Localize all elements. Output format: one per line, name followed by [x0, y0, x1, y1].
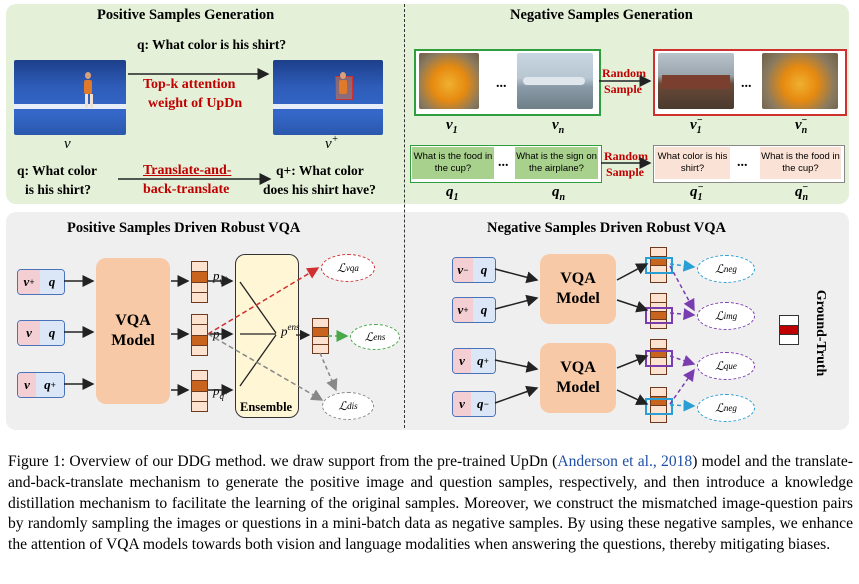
tennis-image-attended	[273, 60, 383, 135]
dots-neg-images: ...	[741, 76, 752, 91]
question-box-n: What is the sign on the airplane?	[515, 147, 598, 179]
caption-text-2: ) model and the translate-and-back-trans…	[8, 453, 854, 554]
q-left-line-1: q: What color	[17, 163, 97, 178]
dots-questions: ...	[498, 155, 509, 170]
ground-truth-vector	[779, 315, 799, 345]
p-ens-label: pens	[281, 322, 300, 339]
tennis-image	[14, 60, 126, 135]
positive-generation-title: Positive Samples Generation	[97, 7, 275, 23]
vn-neg-label: vn−	[795, 115, 808, 136]
pred-vector-q-plus	[191, 370, 208, 412]
figure-caption: Figure 1: Overview of our DDG method. we…	[8, 452, 853, 556]
qn-neg-label: qn−	[795, 182, 809, 203]
negative-generation-title: Negative Samples Generation	[510, 7, 693, 23]
ensemble-label: Ensemble	[240, 400, 293, 414]
q-plus-line-1: q+: What color	[276, 163, 364, 178]
input-v-neg-q: v−q	[452, 257, 496, 283]
q1-neg-label: q1−	[690, 182, 704, 203]
neg-pred-vector-3	[650, 339, 667, 375]
positive-vqa-title: Positive Samples Driven Robust VQA	[67, 220, 301, 236]
translate-label-1: Translate-and-	[143, 163, 232, 178]
random-sample-q-1: Random	[604, 149, 649, 163]
cup-image-2	[762, 53, 838, 109]
attention-label-2: weight of UpDn	[148, 96, 243, 111]
pred-vector-p	[191, 314, 208, 356]
cup-image-1	[419, 53, 479, 109]
highlight-frame-2	[645, 307, 673, 324]
train-image	[658, 53, 734, 109]
v-plus-label: v+	[325, 134, 339, 152]
random-sample-img-1: Random	[602, 66, 647, 80]
q-plus-line-2: does his shirt have?	[263, 182, 376, 197]
vn-label: vn	[552, 117, 565, 136]
v1-neg-label: v1−	[690, 115, 703, 136]
random-sample-img-2: Sample	[604, 82, 643, 96]
input-v-plus-q-2: v+q	[452, 297, 496, 323]
question-box-1: What is the food in the cup?	[412, 147, 494, 179]
caption-citation[interactable]: Anderson et al., 2018	[557, 453, 693, 470]
v-label: v	[64, 136, 71, 152]
ensemble-box	[235, 254, 299, 418]
neg-question-box-n: What is the food in the cup?	[760, 147, 841, 179]
qn-label: qn	[552, 184, 566, 203]
airplane-image	[517, 53, 593, 109]
divider-line	[404, 4, 405, 428]
random-sample-q-2: Sample	[606, 165, 645, 179]
v1-label: v1	[446, 117, 458, 136]
dots-images: ...	[496, 76, 507, 91]
question-label: q: What color is his shirt?	[137, 37, 287, 52]
translate-label-2: back-translate	[143, 182, 230, 197]
negative-vqa-title: Negative Samples Driven Robust VQA	[487, 220, 726, 236]
highlight-frame-4	[645, 398, 673, 415]
input-v-plus-q: v+q	[17, 269, 65, 295]
pred-vector-v-plus	[191, 261, 208, 303]
attention-label-1: Top-k attention	[143, 77, 236, 92]
q1-label: q1	[446, 184, 459, 203]
q-left-line-2: is his shirt?	[25, 182, 92, 197]
neg-question-box-1: What color is his shirt?	[655, 147, 730, 179]
dots-neg-questions: ...	[737, 155, 748, 170]
caption-text-1: Figure 1: Overview of our DDG method. we…	[8, 453, 558, 470]
